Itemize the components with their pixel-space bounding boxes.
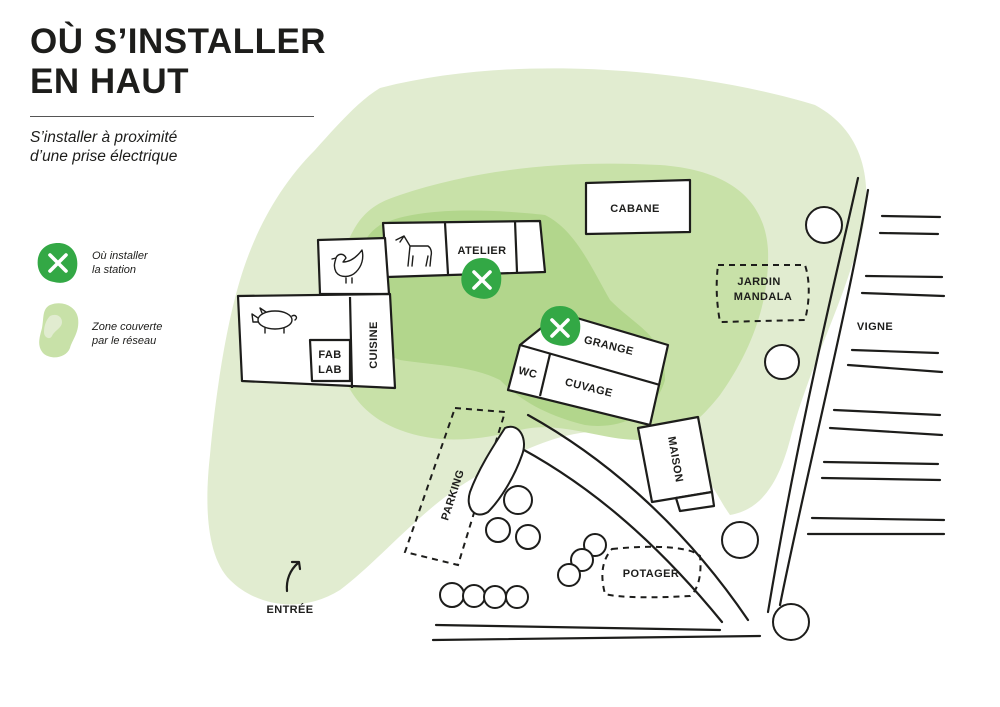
chicken-coop-building (316, 236, 391, 296)
tree (583, 533, 607, 557)
chicken-icon (331, 249, 364, 284)
title-line-2: EN HAUT (30, 62, 190, 101)
label-fablab-line1: FAB (318, 349, 341, 361)
label-jardin-line2: MANDALA (734, 291, 792, 303)
cabane-building (584, 178, 692, 236)
label-cabane: CABANE (610, 203, 659, 215)
tree (462, 584, 486, 608)
horse-icon (395, 235, 433, 267)
tree (515, 524, 541, 550)
legend-zone-line-2: par le réseau (92, 335, 157, 347)
legend-station-symbol (37, 243, 78, 283)
label-atelier: ATELIER (457, 245, 506, 257)
tree (439, 582, 465, 608)
label-jardin-line1: JARDIN (737, 276, 780, 288)
label-wc: WC (517, 365, 538, 381)
page-title: OÙ S’INSTALLER EN HAUT (30, 22, 326, 102)
tree (505, 585, 529, 609)
title-divider (30, 116, 314, 117)
legend-zone-label: Zone couverte par le réseau (92, 320, 162, 348)
tree (503, 485, 533, 515)
label-cuisine: CUISINE (368, 321, 380, 368)
tree (772, 603, 810, 641)
subtitle-line-2: d’une prise électrique (30, 148, 178, 165)
legend-zone-line-1: Zone couverte (92, 321, 163, 333)
label-vigne: VIGNE (857, 321, 893, 333)
bottom-road-edge-1 (434, 623, 722, 632)
pig-icon (251, 307, 298, 334)
label-fablab-line2: LAB (318, 364, 342, 376)
bottom-road-edge-2 (431, 634, 762, 642)
vineyard-rows (806, 214, 946, 536)
legend-station-label: Où installer la station (92, 249, 148, 277)
legend-station-line-2: la station (92, 264, 137, 276)
diagonal-road-edge-1 (526, 413, 750, 622)
tree (721, 521, 759, 559)
tree (557, 563, 581, 587)
diagonal-road-edge-2 (503, 438, 724, 624)
subtitle-line-1: S’installer à proximité (30, 129, 178, 146)
tree (483, 585, 507, 609)
roads (431, 176, 870, 642)
parking-area (403, 406, 507, 567)
station-marker (461, 258, 502, 299)
station-marker (540, 306, 581, 346)
legend-station-line-1: Où installer (92, 250, 148, 262)
tree (570, 548, 594, 572)
entrance-arrow-icon (285, 560, 302, 593)
tree (805, 206, 843, 244)
title-line-1: OÙ S’INSTALLER (30, 22, 327, 61)
tree (485, 517, 511, 543)
page-subtitle: S’installer à proximité d’une prise élec… (30, 128, 177, 166)
vertical-road-edge-2 (778, 188, 870, 607)
trees (439, 206, 843, 641)
tree (764, 344, 800, 380)
label-potager: POTAGER (623, 568, 679, 580)
hedge (467, 425, 525, 516)
legend-zone-symbol (39, 303, 79, 358)
jardin-mandala-area (715, 264, 810, 324)
potager-area (601, 545, 702, 599)
label-entree: ENTRÉE (266, 603, 313, 616)
vertical-road-edge-1 (766, 176, 860, 614)
